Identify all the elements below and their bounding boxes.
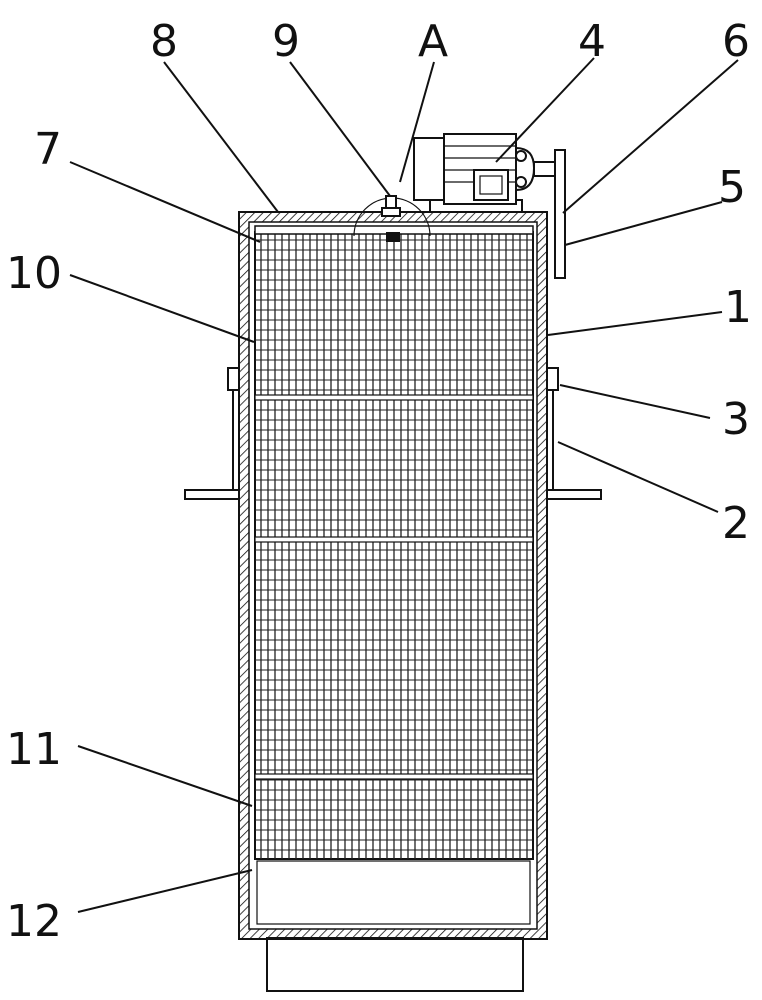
callout-9: 9 xyxy=(272,16,300,67)
detail-a-circle xyxy=(353,195,431,242)
callout-2: 2 xyxy=(722,498,750,549)
callout-11: 11 xyxy=(6,724,62,775)
callout-3: 3 xyxy=(722,394,750,445)
callout-12: 12 xyxy=(6,896,62,947)
callout-10: 10 xyxy=(6,248,62,299)
base-block xyxy=(266,937,524,992)
callout-8: 8 xyxy=(150,16,178,67)
callout-1: 1 xyxy=(724,282,752,333)
filter-grid xyxy=(254,231,534,860)
motor-assembly xyxy=(413,133,566,279)
lower-chamber xyxy=(256,860,531,925)
leader-lines xyxy=(69,57,739,913)
callout-5: 5 xyxy=(718,162,746,213)
callout-4: 4 xyxy=(578,16,606,67)
left-bracket xyxy=(184,367,240,500)
callout-6: 6 xyxy=(722,16,750,67)
callout-7: 7 xyxy=(34,124,62,175)
right-bracket xyxy=(546,367,602,500)
callout-labels: 8 9 A 4 6 7 5 10 1 3 2 11 12 xyxy=(6,16,752,947)
callout-a: A xyxy=(418,16,448,67)
